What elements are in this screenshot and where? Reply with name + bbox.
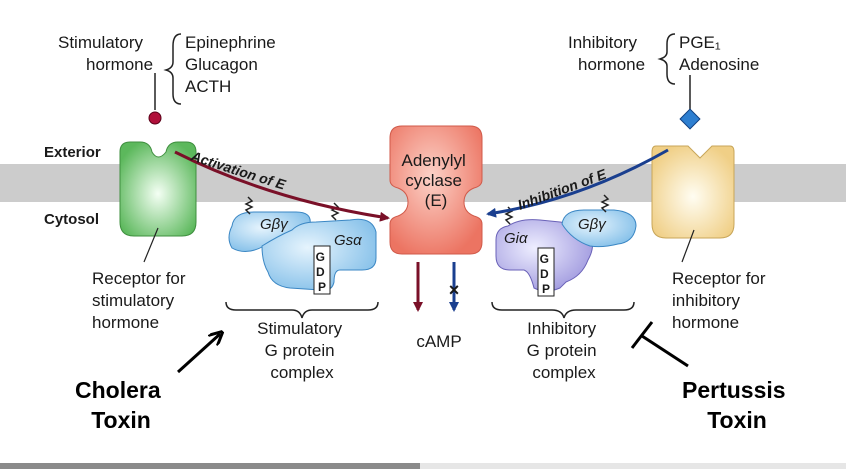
inhibition-arrow: [486, 148, 669, 218]
inhibitory-receptor-label: Receptor for inhibitory hormone: [672, 269, 770, 332]
inh-lipid-anchor-2: [600, 194, 610, 213]
inhibitory-gdp-label: G D P: [540, 252, 553, 296]
inhibitory-g-alpha-label: Giα: [504, 230, 528, 247]
exterior-label: Exterior: [44, 144, 101, 161]
stimulatory-gdp-label: G D P: [316, 250, 329, 294]
activation-arrow: [174, 150, 390, 222]
inhibitory-hormone-list: PGE₁ Adenosine: [679, 33, 759, 74]
bottom-edge-strip: [0, 463, 420, 469]
pertussis-toxin-label: Pertussis Toxin: [682, 377, 792, 433]
stimulatory-receptor: [119, 141, 197, 237]
block-mark: ×: [449, 280, 460, 300]
inhibitory-complex-brace: [491, 301, 635, 319]
stimulatory-complex-label: Stimulatory G protein complex: [257, 319, 347, 382]
stimulatory-g-beta-gamma-label: Gβγ: [260, 216, 289, 233]
camp-label: cAMP: [416, 332, 461, 351]
adenylyl-cyclase: [389, 125, 483, 255]
inhibitory-g-beta-gamma: [561, 209, 637, 248]
stimulatory-hormone-icon: [148, 111, 162, 125]
stim-lipid-anchor-2: [330, 202, 340, 221]
inhibitory-g-beta-gamma-label: Gβγ: [578, 216, 607, 233]
pertussis-toxin-bar: [630, 321, 654, 349]
stimulatory-receptor-label: Receptor for stimulatory hormone: [92, 269, 190, 332]
inhibitory-brace: [657, 33, 676, 85]
stimulatory-hormone-label: Stimulatory hormone: [58, 33, 153, 74]
stim-lipid-anchor-1: [244, 196, 254, 215]
cytosol-label: Cytosol: [44, 211, 99, 228]
inhibitory-receptor: [651, 145, 735, 239]
pertussis-toxin-inhibitor: [641, 334, 689, 368]
stimulatory-brace: [163, 33, 182, 105]
inhibitory-gdp-box: [537, 247, 555, 297]
inhibitory-hormone-label: Inhibitory hormone: [568, 33, 645, 74]
adenylyl-cyclase-label: Adenylyl cyclase (E): [402, 151, 471, 210]
inh-receptor-pointer: [681, 229, 695, 263]
cholera-toxin-label: Cholera Toxin: [75, 377, 167, 433]
inhibitory-complex-label: Inhibitory G protein complex: [527, 319, 602, 382]
stimulatory-g-alpha-label: Gsα: [334, 232, 362, 249]
bottom-edge-strip-right: [420, 463, 846, 469]
stimulatory-hormone-list: Epinephrine Glucagon ACTH: [185, 33, 280, 96]
cholera-toxin-arrow: [176, 334, 220, 374]
stimulatory-gdp-box: [313, 245, 331, 295]
stimulatory-complex-brace: [225, 301, 379, 319]
inhibitory-hormone-icon: [679, 108, 701, 130]
stim-receptor-pointer: [143, 227, 159, 263]
